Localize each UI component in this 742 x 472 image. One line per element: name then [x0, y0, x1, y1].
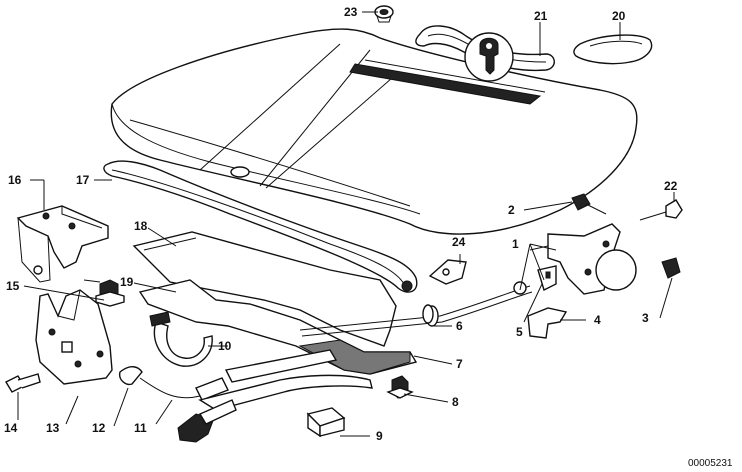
pad-part-20 [573, 34, 653, 65]
callout-20: 20 [612, 9, 626, 23]
cable-part-11 [118, 349, 373, 443]
clip-nut-part-3 [661, 257, 681, 279]
pin-part-22 [639, 199, 683, 221]
callout-14: 14 [4, 421, 18, 435]
bolt-part-14 [5, 373, 41, 393]
callout-24: 24 [452, 235, 466, 249]
callout-11: 11 [134, 421, 147, 435]
screw-part-2 [571, 193, 607, 215]
hood [110, 28, 638, 235]
bolt-part-15 [83, 279, 125, 307]
callout-12: 12 [92, 421, 106, 435]
callout-21: 21 [534, 9, 548, 23]
callout-7: 7 [456, 357, 463, 371]
callout-1: 1 [512, 237, 519, 251]
clip-part-24 [428, 259, 467, 285]
callout-10: 10 [218, 339, 232, 353]
leader-lines [17, 11, 675, 437]
callout-8: 8 [452, 395, 459, 409]
callout-5: 5 [516, 325, 523, 339]
callout-6: 6 [456, 319, 463, 333]
callout-17: 17 [76, 173, 90, 187]
callout-19: 19 [120, 275, 134, 289]
callout-4: 4 [594, 313, 601, 327]
callout-18: 18 [134, 219, 148, 233]
callout-13: 13 [46, 421, 60, 435]
spring-clip-part-4 [527, 307, 568, 339]
diagram-reference-number: 00005231 [688, 458, 733, 469]
insulation-mat-part-18 [132, 231, 397, 347]
callout-9: 9 [376, 429, 383, 443]
bolt-part-8 [386, 375, 414, 399]
callout-16: 16 [8, 173, 22, 187]
grommet-part-23 [374, 5, 394, 23]
foil-part-19 [138, 279, 418, 375]
callout-22: 22 [664, 179, 678, 193]
callouts: 23 21 20 16 17 18 19 15 10 14 13 12 11 9… [4, 5, 678, 443]
callout-23: 23 [344, 5, 358, 19]
rubber-strip-part-17 [103, 160, 418, 293]
hinge-bracket-part-16 [16, 205, 109, 283]
callout-2: 2 [508, 203, 515, 217]
badge-icon [464, 32, 514, 82]
clip-part-5 [537, 265, 557, 291]
callout-3: 3 [642, 311, 649, 325]
hinge-plate-part-13 [35, 289, 113, 385]
clip-part-10 [149, 311, 213, 367]
callout-15: 15 [6, 279, 20, 293]
latch-part-1 [529, 223, 637, 295]
grommet-part-6 [422, 304, 434, 324]
connector-part-9 [306, 407, 346, 438]
